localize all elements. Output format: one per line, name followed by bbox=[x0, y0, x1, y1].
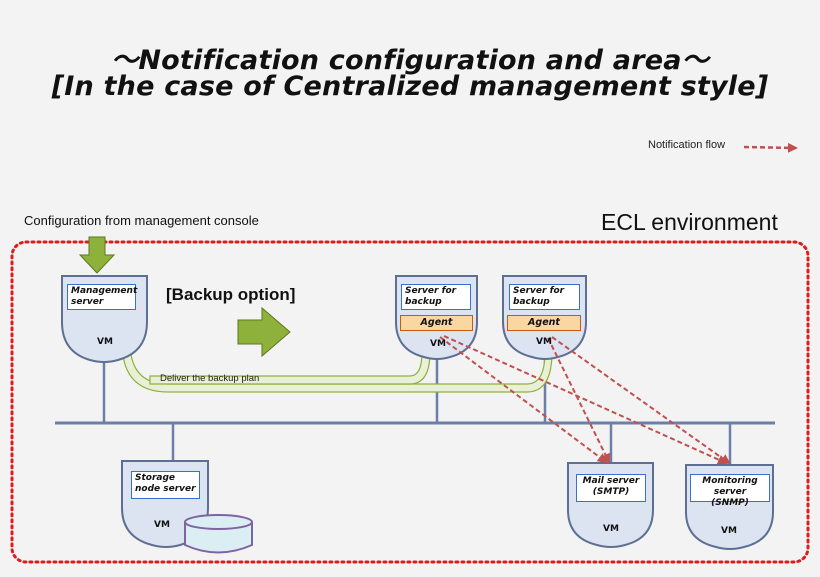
backup-server-1-vm-label: VM bbox=[430, 339, 446, 349]
notification-flow-legend-label: Notification flow bbox=[648, 139, 726, 151]
mail-server-name: Mail server bbox=[582, 476, 640, 486]
backup-server-1-agent: Agent bbox=[400, 315, 473, 331]
management-server-label: Management server bbox=[67, 284, 137, 310]
notification-arrow-b1-monitoring bbox=[443, 335, 728, 465]
notification-flow-legend-arrow bbox=[743, 142, 798, 153]
backup-server-2-agent: Agent bbox=[507, 315, 581, 331]
notification-arrow-b2-mail bbox=[547, 337, 610, 464]
notification-arrow-b2-monitoring bbox=[551, 336, 731, 465]
mail-server-protocol: (SMTP) bbox=[592, 487, 630, 497]
mail-server-label: Mail server (SMTP) bbox=[576, 474, 646, 502]
ecl-environment-boundary bbox=[10, 240, 810, 564]
management-vm-label: VM bbox=[97, 337, 113, 347]
monitoring-server-label: Monitoring server (SNMP) bbox=[690, 474, 770, 508]
ecl-environment-label: ECL environment bbox=[601, 209, 778, 235]
monitoring-vm-label: VM bbox=[721, 526, 737, 536]
storage-vm-label: VM bbox=[154, 520, 170, 530]
notification-arrow-b1-mail bbox=[439, 336, 608, 464]
mail-vm-label: VM bbox=[603, 524, 619, 534]
backup-server-1-label: Server for backup bbox=[401, 284, 471, 310]
storage-disk-icon bbox=[184, 514, 253, 554]
backup-server-2-vm-label: VM bbox=[536, 337, 552, 347]
page-title-line2: [In the case of Centralized management s… bbox=[51, 71, 769, 102]
backup-server-2-label: Server for backup bbox=[509, 284, 580, 310]
page-title-line1: 〜Notification configuration and area〜 bbox=[111, 45, 709, 76]
config-down-arrow bbox=[78, 236, 116, 274]
monitoring-server-protocol: (SNMP) bbox=[711, 498, 749, 508]
backup-option-label: [Backup option] bbox=[166, 285, 296, 304]
deliver-backup-plan-label: Deliver the backup plan bbox=[160, 373, 260, 384]
storage-node-server-label: Storage node server bbox=[131, 471, 200, 499]
monitoring-server-name: Monitoring server bbox=[702, 476, 758, 497]
configuration-label: Configuration from management console bbox=[24, 213, 259, 228]
backup-option-arrow bbox=[237, 306, 291, 358]
